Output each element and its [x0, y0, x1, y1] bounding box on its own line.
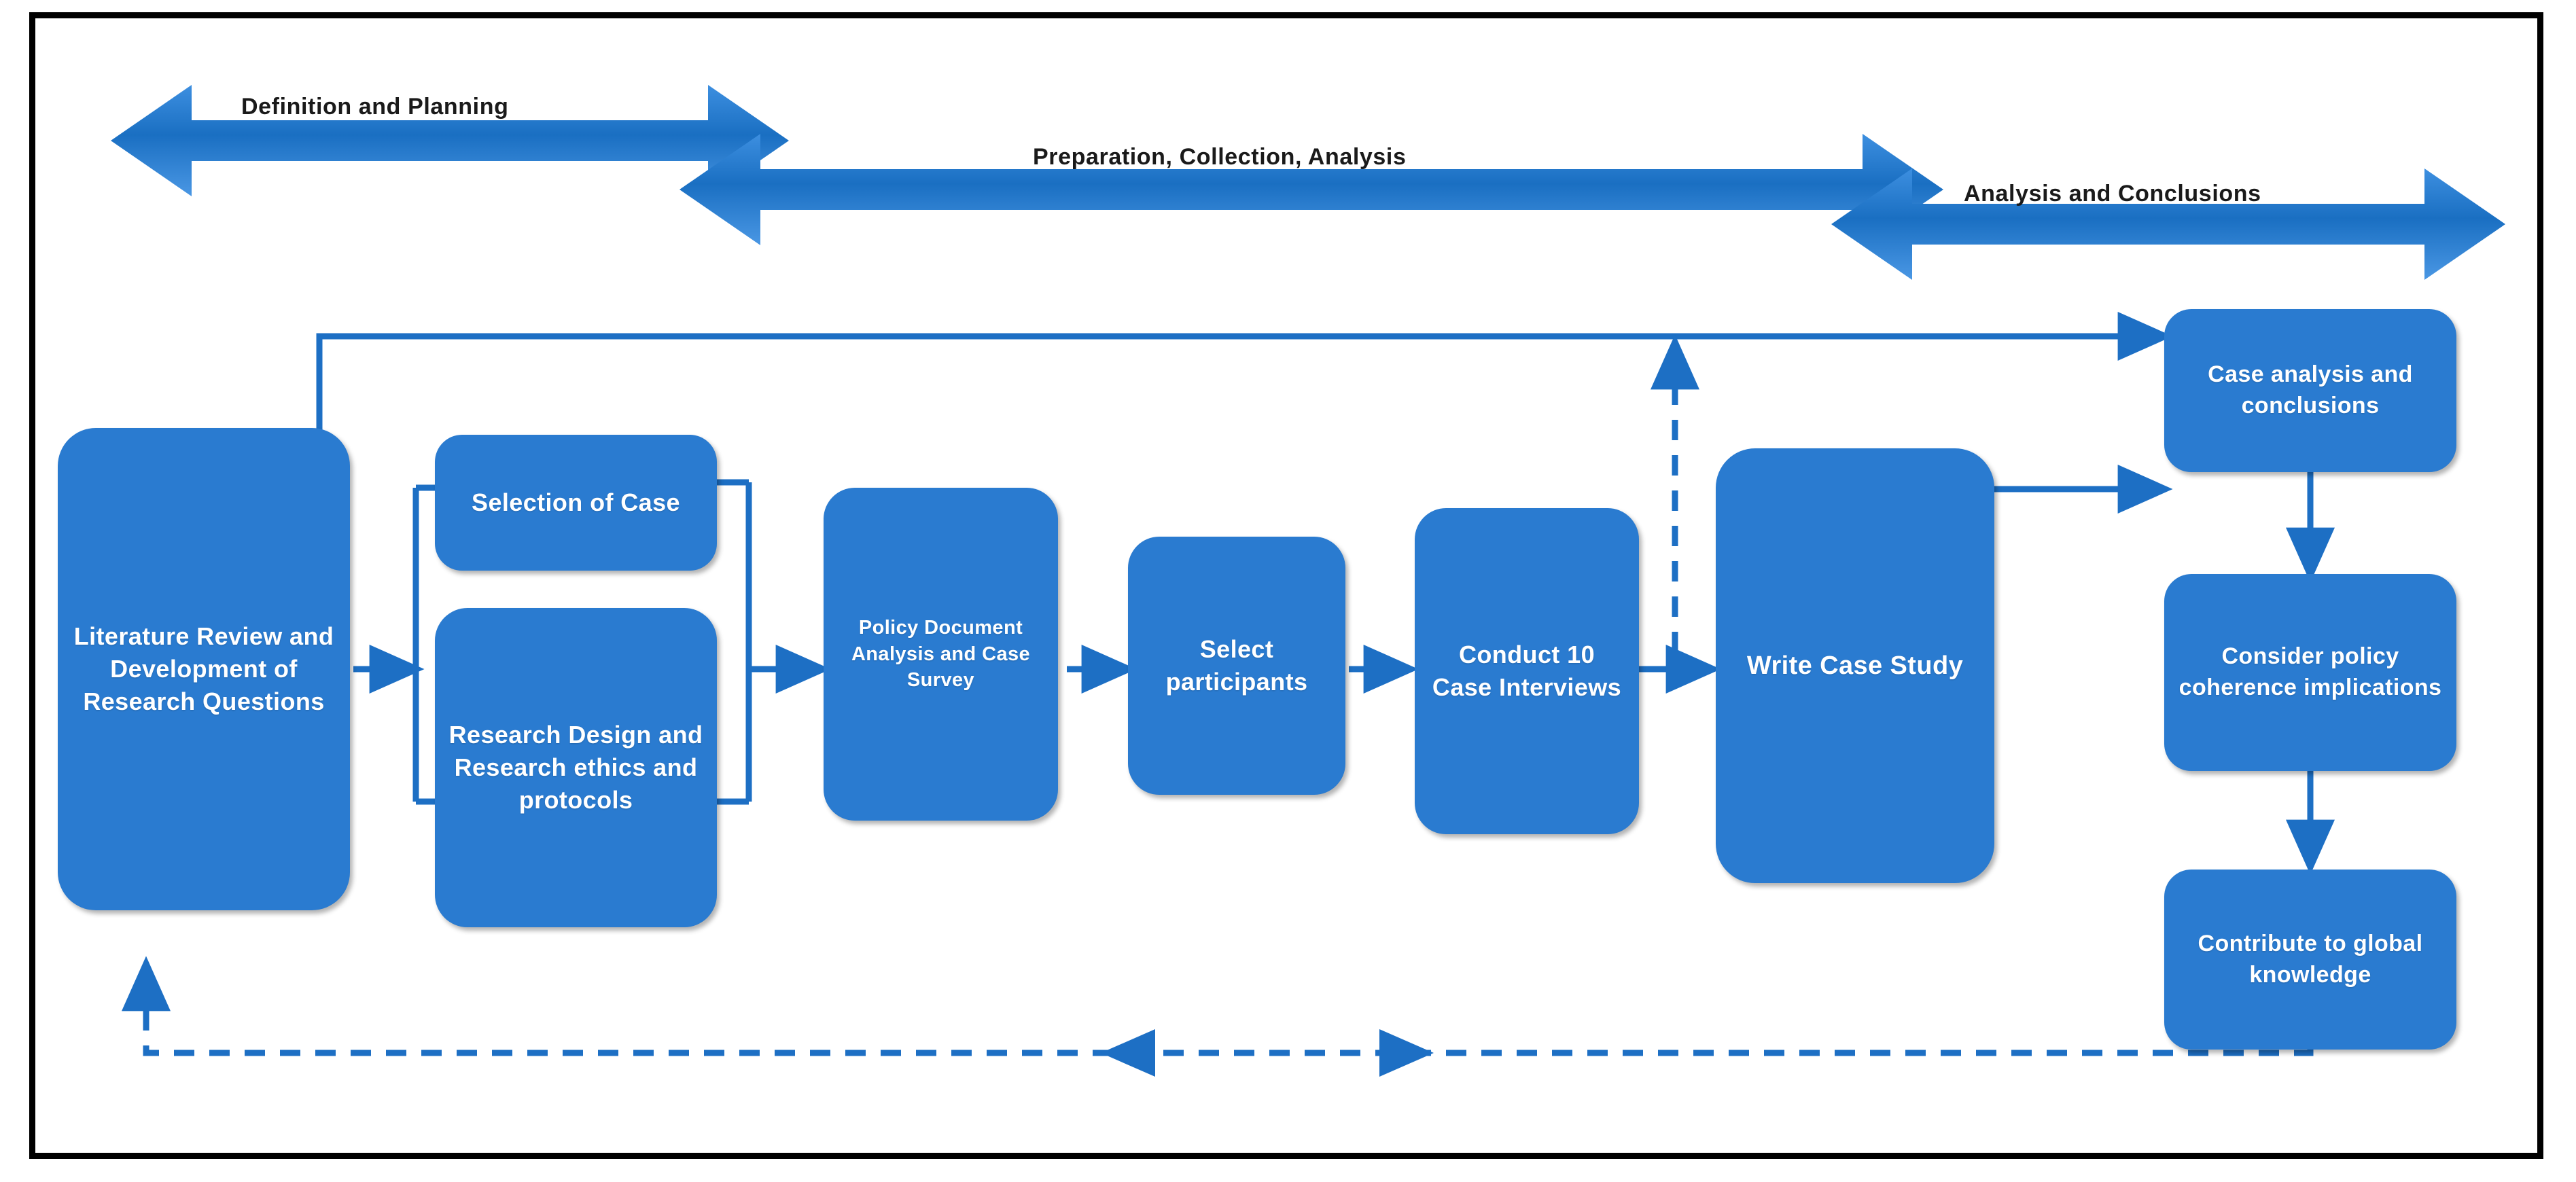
node-select-participants[interactable]: Select participants [1128, 537, 1345, 795]
phase-arrow-analysis-conclusions [1831, 168, 2505, 280]
node-literature-review[interactable]: Literature Review and Development of Res… [58, 428, 350, 910]
node-conduct-interviews[interactable]: Conduct 10 Case Interviews [1415, 508, 1639, 834]
phase-arrow-definition-planning [111, 85, 789, 196]
bottom-loop-midpoint-arrowheads [1101, 1029, 1434, 1077]
node-policy-coherence[interactable]: Consider policy coherence implications [2164, 574, 2456, 771]
connector-bottom-feedback-loop [122, 956, 2314, 1056]
node-policy-document[interactable]: Policy Document Analysis and Case Survey [824, 488, 1058, 821]
node-research-design[interactable]: Research Design and Research ethics and … [435, 608, 717, 927]
phase-label-analysis-conclusions: Analysis and Conclusions [1964, 181, 2261, 207]
node-write-case-study[interactable]: Write Case Study [1716, 448, 1994, 883]
phase-label-definition-planning: Definition and Planning [241, 94, 509, 120]
node-global-knowledge[interactable]: Contribute to global knowledge [2164, 870, 2456, 1050]
phase-label-preparation-collection: Preparation, Collection, Analysis [1033, 144, 1407, 170]
node-selection-of-case[interactable]: Selection of Case [435, 435, 717, 571]
phase-arrow-preparation-collection [680, 134, 1943, 245]
node-case-analysis[interactable]: Case analysis and conclusions [2164, 309, 2456, 472]
